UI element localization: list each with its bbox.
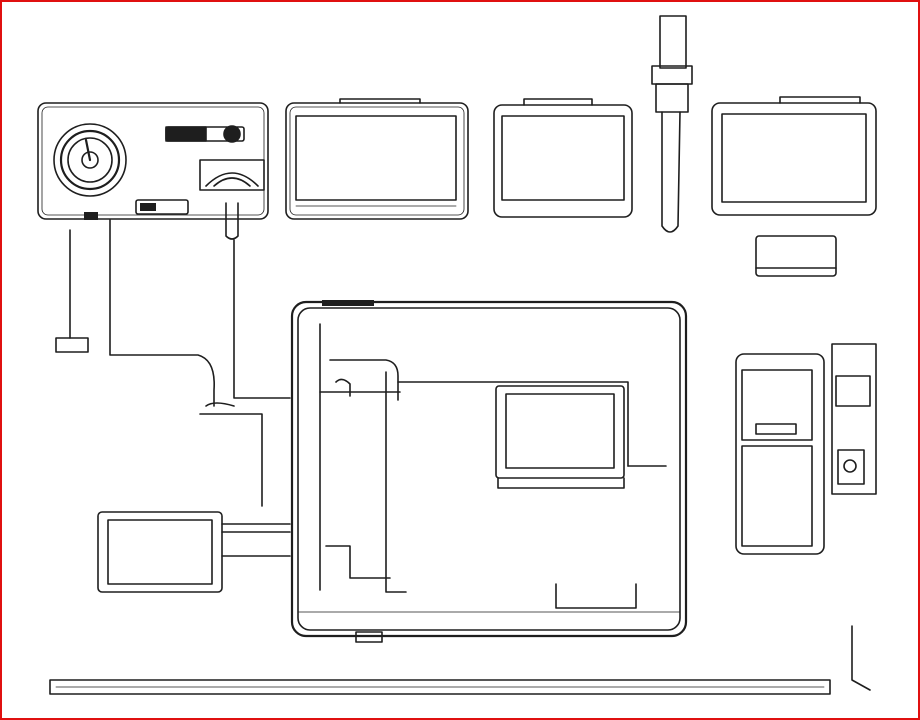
monitor-1 (285, 98, 469, 220)
baseline (49, 679, 831, 695)
cable-hook (851, 625, 871, 691)
monitor-2 (493, 98, 633, 218)
small-module (755, 235, 837, 277)
slider-control (165, 125, 245, 143)
monitor-4 (711, 96, 877, 216)
side-cabinet (735, 343, 877, 555)
plug-connector (225, 202, 239, 240)
probe-tool (651, 15, 693, 233)
main-unit (290, 300, 688, 643)
wiring (55, 219, 291, 507)
switch-bar (135, 199, 189, 215)
arc-meter (199, 159, 265, 191)
dial-gauge (53, 123, 127, 197)
control-panel (37, 102, 269, 240)
monitor-5 (97, 511, 291, 593)
